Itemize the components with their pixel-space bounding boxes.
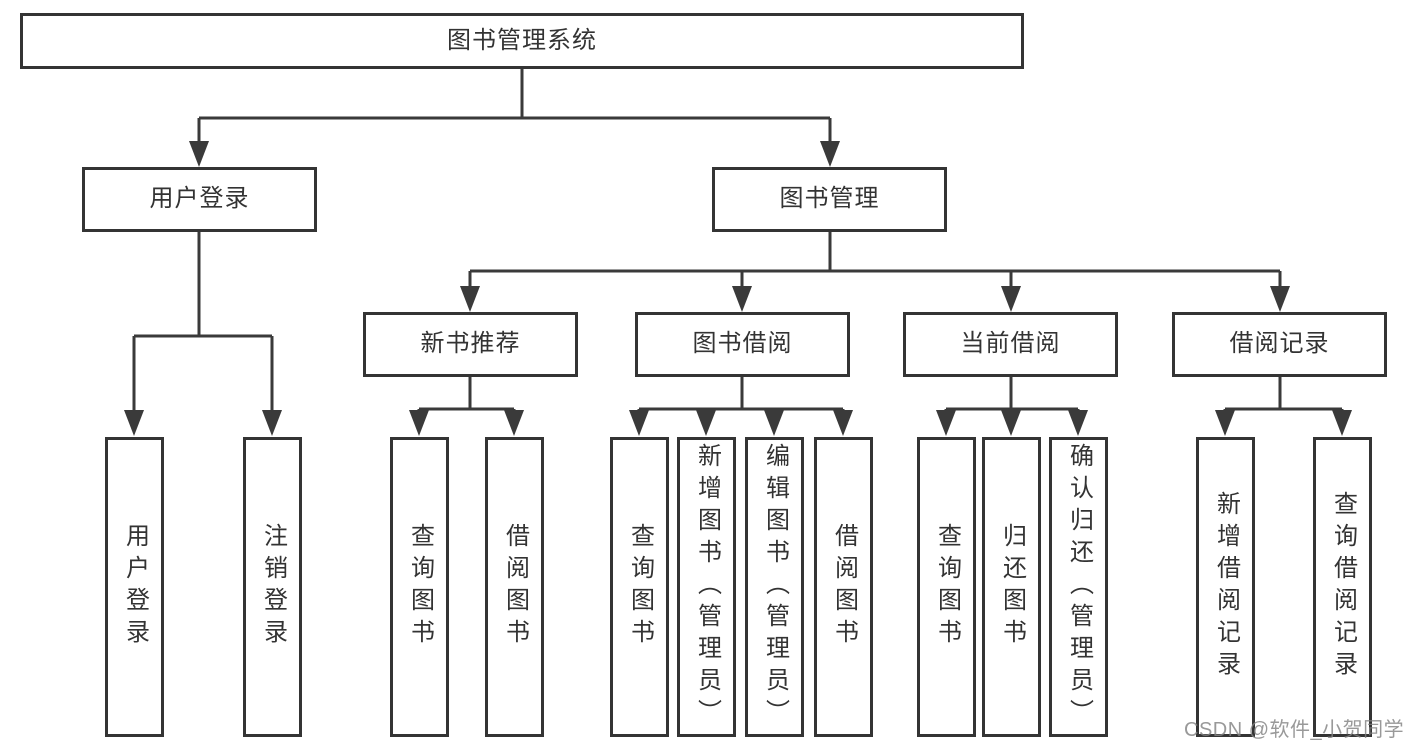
node-library-management-system: 图书管理系统 <box>20 13 1024 69</box>
arrowhead <box>1270 286 1290 312</box>
arrowhead <box>820 141 840 167</box>
arrowhead <box>764 410 784 436</box>
leaf-label: 查询图书 <box>626 523 654 651</box>
arrowhead <box>1068 410 1088 436</box>
leaf-label: 新增借阅记录 <box>1212 491 1240 683</box>
leaf-logout: 注销登录 <box>243 437 302 737</box>
leaf-add-book-admin: 新增图书（管理员） <box>677 437 736 737</box>
leaf-borrow-books: 借阅图书 <box>814 437 873 737</box>
arrowhead <box>833 410 853 436</box>
node-new-book-recommend: 新书推荐 <box>363 312 578 377</box>
leaf-label: 新增图书（管理员） <box>693 443 721 731</box>
arrowhead <box>1332 410 1352 436</box>
leaf-label: 归还图书 <box>998 523 1026 651</box>
arrowhead <box>1215 410 1235 436</box>
arrowhead <box>732 286 752 312</box>
csdn-watermark: CSDN @软件_小贺同学 <box>1184 719 1405 741</box>
leaf-label: 确认归还（管理员） <box>1065 443 1093 731</box>
edge-bookborrow-group <box>637 377 845 420</box>
edge-bookmgmt-to-level2 <box>468 232 1282 298</box>
leaf-add-borrow-record: 新增借阅记录 <box>1196 437 1255 737</box>
arrowhead <box>409 410 429 436</box>
arrowhead <box>189 141 209 167</box>
leaf-label: 用户登录 <box>121 523 149 651</box>
leaf-label: 查询借阅记录 <box>1329 491 1357 683</box>
edge-currentborrow-group <box>944 377 1080 420</box>
leaf-query-books-current: 查询图书 <box>917 437 976 737</box>
leaf-borrow-books-recommend: 借阅图书 <box>485 437 544 737</box>
leaf-label: 查询图书 <box>933 523 961 651</box>
leaf-confirm-return-admin: 确认归还（管理员） <box>1049 437 1108 737</box>
leaf-label: 注销登录 <box>259 523 287 651</box>
edge-root-to-level1 <box>197 69 832 152</box>
leaf-query-books-borrow: 查询图书 <box>610 437 669 737</box>
edge-userlogin-group <box>132 232 274 422</box>
node-current-borrow: 当前借阅 <box>903 312 1118 377</box>
arrowhead <box>696 410 716 436</box>
node-book-management: 图书管理 <box>712 167 947 232</box>
arrowhead <box>1001 410 1021 436</box>
arrowhead <box>460 286 480 312</box>
arrowhead <box>629 410 649 436</box>
leaf-label: 查询图书 <box>406 523 434 651</box>
arrowhead <box>262 410 282 436</box>
leaf-user-login: 用户登录 <box>105 437 164 737</box>
leaf-label: 借阅图书 <box>830 523 858 651</box>
leaf-query-borrow-record: 查询借阅记录 <box>1313 437 1372 737</box>
arrowhead <box>1001 286 1021 312</box>
node-borrow-records: 借阅记录 <box>1172 312 1387 377</box>
leaf-label: 编辑图书（管理员） <box>761 443 789 731</box>
leaf-return-book: 归还图书 <box>982 437 1041 737</box>
arrowhead <box>936 410 956 436</box>
arrowhead <box>504 410 524 436</box>
arrowhead <box>124 410 144 436</box>
node-user-login: 用户登录 <box>82 167 317 232</box>
node-book-borrow: 图书借阅 <box>635 312 850 377</box>
leaf-edit-book-admin: 编辑图书（管理员） <box>745 437 804 737</box>
leaf-query-books-recommend: 查询图书 <box>390 437 449 737</box>
leaf-label: 借阅图书 <box>501 523 529 651</box>
edge-borrowrecord-group <box>1223 377 1344 420</box>
edge-newbook-group <box>417 377 516 420</box>
